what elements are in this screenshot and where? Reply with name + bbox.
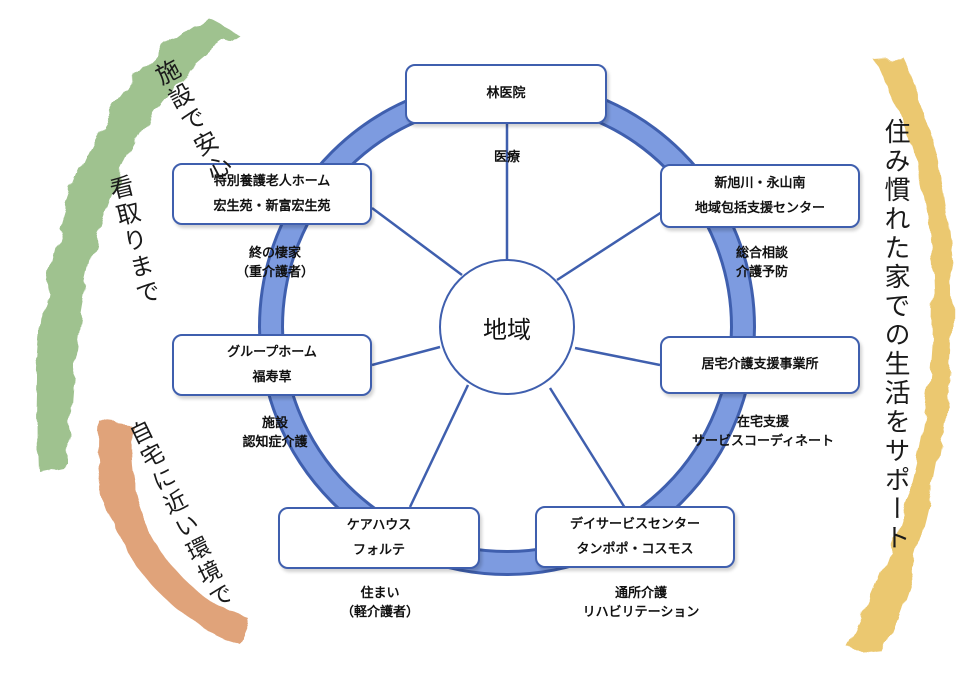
facility-home-care-office[interactable]: 居宅介護支援事業所: [660, 336, 860, 394]
service-label-consult: 総合相談 介護予防: [735, 246, 788, 280]
facility-name: 居宅介護支援事業所: [701, 357, 819, 372]
spoke-upper-right: [556, 208, 666, 282]
service-label-medical: 医療: [493, 150, 520, 165]
facility-subname: 福寿草: [252, 370, 292, 385]
center-hub: 地域: [439, 259, 575, 395]
center-label: 地域: [483, 315, 531, 344]
service-label-daycare: 通所介護 リハビリテーション: [582, 586, 700, 620]
green-brush-stroke: [37, 18, 238, 470]
service-label-dementia: 施設 認知症介護: [242, 416, 308, 450]
facility-name: デイサービスセンター: [569, 517, 700, 532]
facility-subname: 宏生苑・新富宏生苑: [213, 199, 331, 214]
service-label-homecare: 在宅支援 サービスコーディネート: [691, 415, 835, 449]
spoke-left: [371, 345, 441, 367]
facility-name: 特別養護老人ホーム: [213, 174, 331, 189]
spoke-right: [574, 346, 661, 367]
spoke-lower-right: [548, 387, 627, 509]
service-label-final-home: 終の棲家 （重介護者）: [235, 246, 314, 280]
service-label-housing: 住まい （軽介護者）: [340, 586, 419, 620]
facility-subname: タンポポ・コスモス: [576, 542, 694, 557]
facility-name: 新旭川・永山南: [714, 176, 806, 191]
yellow-banner-text: 住み慣れた家での生活をサポート: [880, 118, 910, 553]
facility-care-house[interactable]: ケアハウス フォルテ: [278, 507, 480, 569]
spoke-bottom-left: [408, 384, 470, 508]
orange-brush-stroke: [96, 420, 250, 644]
facility-nursing-home[interactable]: 特別養護老人ホーム 宏生苑・新富宏生苑: [172, 163, 372, 225]
facility-day-service-center[interactable]: デイサービスセンター タンポポ・コスモス: [535, 506, 735, 568]
facility-hayashi-clinic[interactable]: 林医院: [405, 64, 607, 124]
facility-name: ケアハウス: [346, 518, 412, 533]
facility-subname: 地域包括支援センター: [694, 201, 825, 216]
facility-name: 林医院: [486, 86, 526, 101]
yellow-brush-stroke: [848, 56, 953, 652]
facility-name: グループホーム: [227, 345, 317, 360]
spoke-upper-left: [371, 206, 463, 277]
spokes: [371, 120, 666, 509]
facility-subname: フォルテ: [352, 543, 405, 558]
facility-group-home[interactable]: グループホーム 福寿草: [172, 334, 372, 396]
facility-community-support-center[interactable]: 新旭川・永山南 地域包括支援センター: [660, 164, 860, 228]
